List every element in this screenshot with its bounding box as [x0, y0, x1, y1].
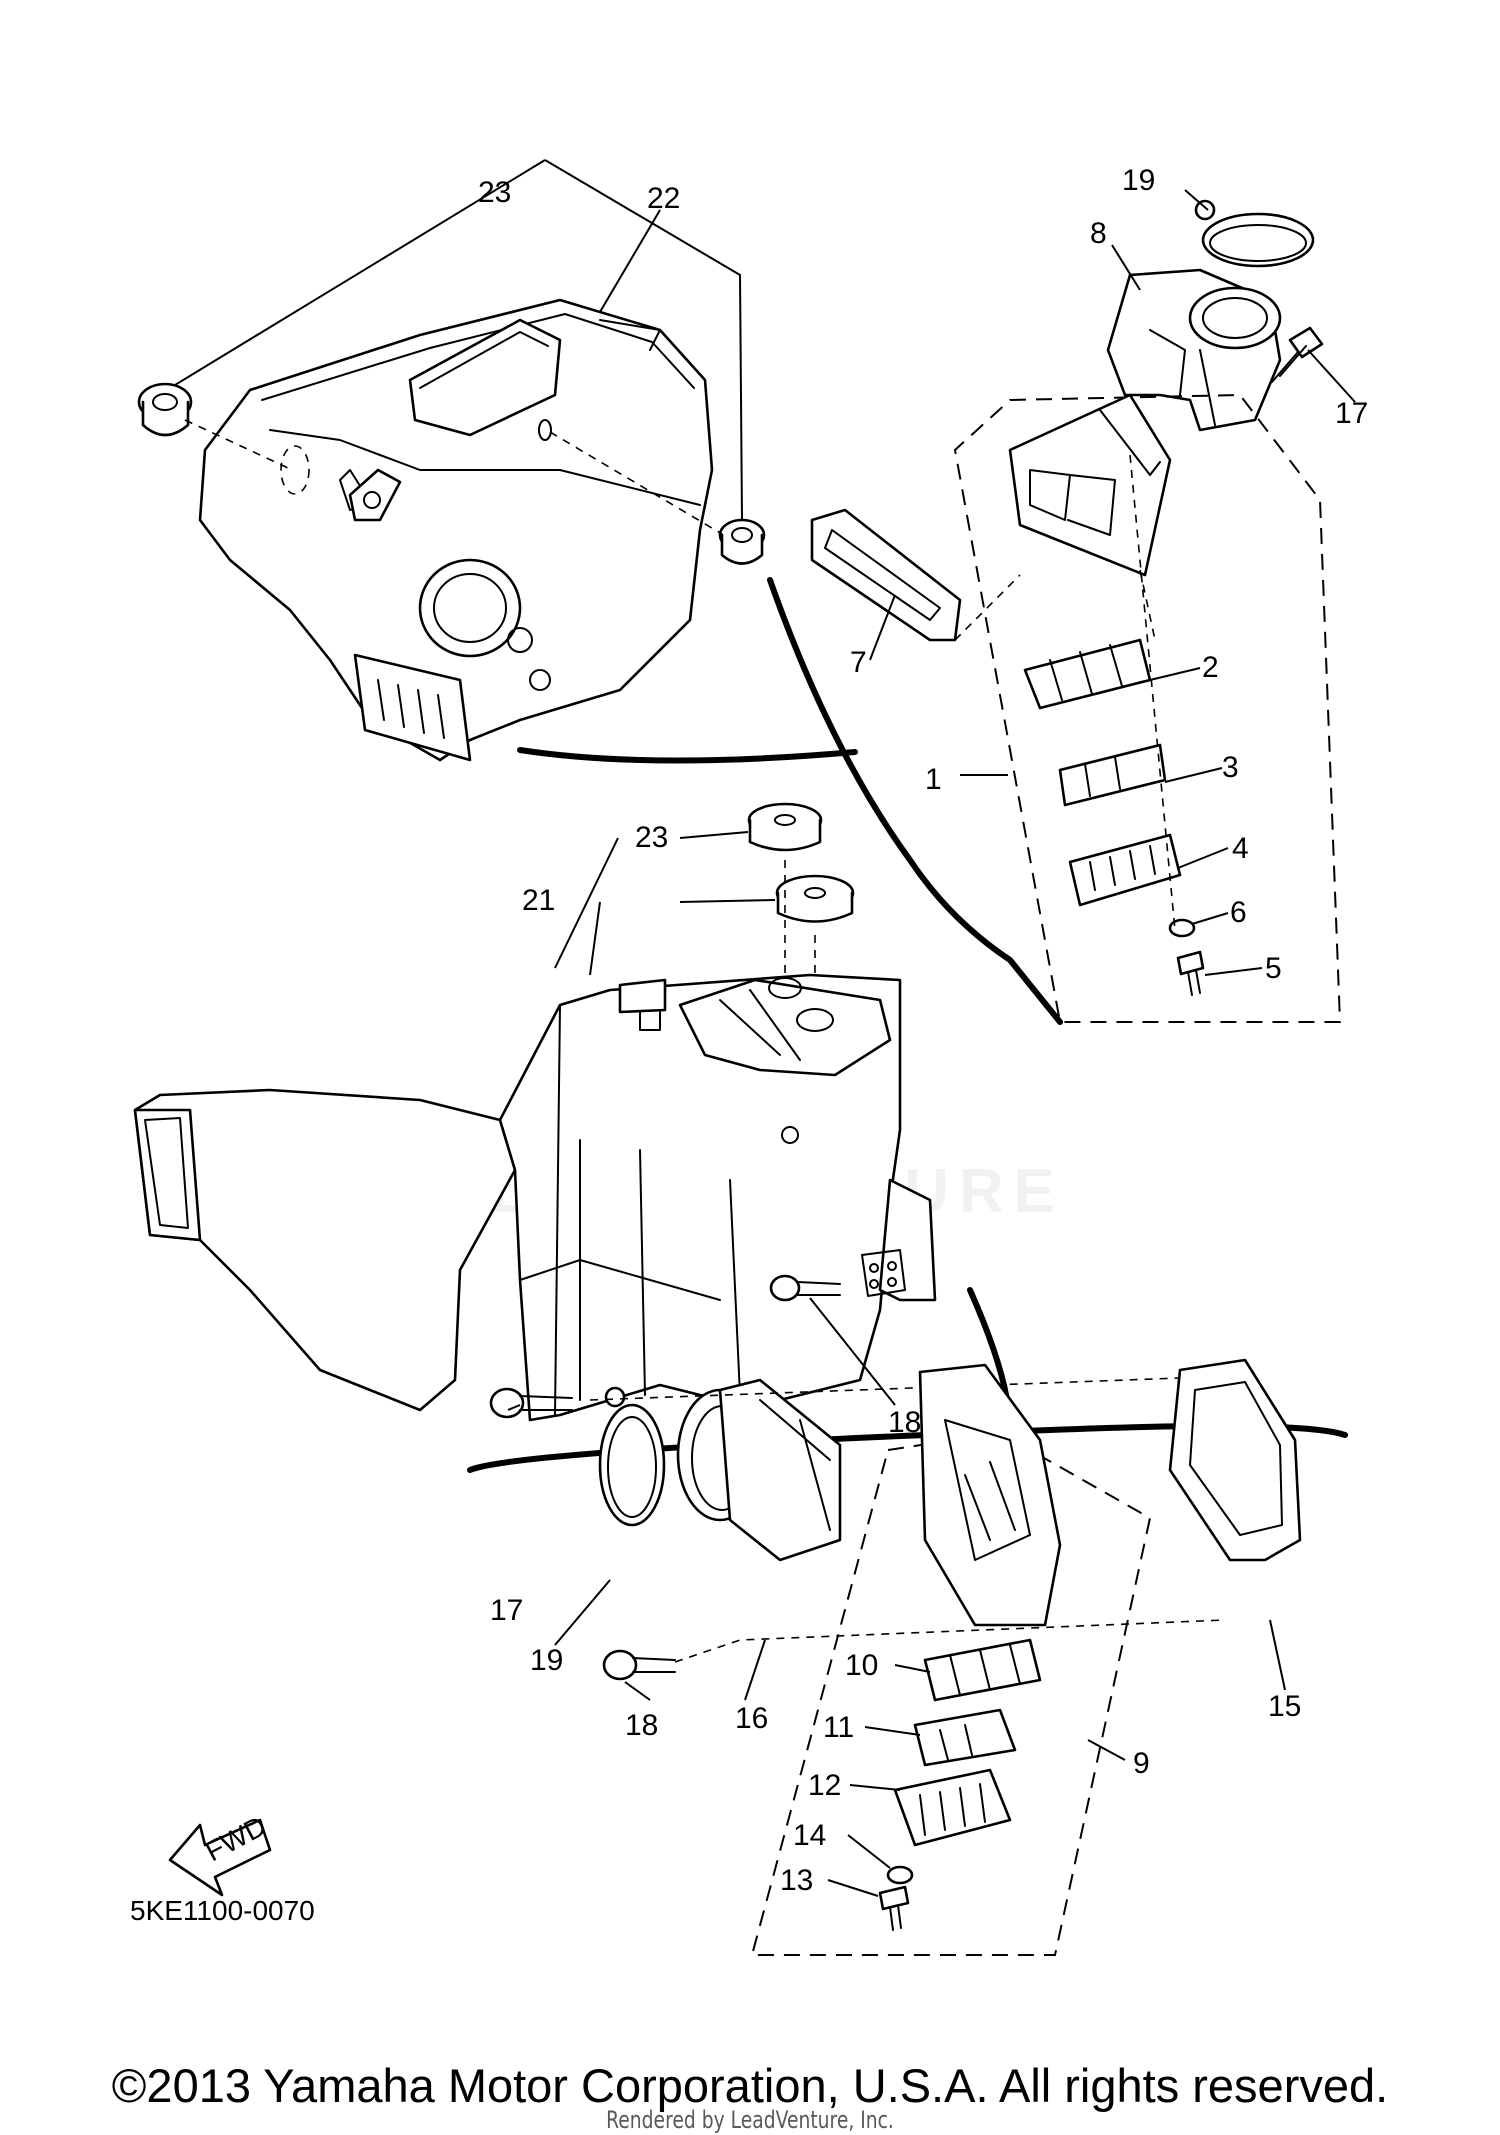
grommet-23-lower: [775, 874, 855, 923]
plate-12: [893, 1768, 1012, 1847]
washer-14: [886, 1865, 914, 1885]
callout-22: 21: [522, 884, 555, 917]
reed-2: [1023, 638, 1152, 710]
leader-13: [827, 1879, 879, 1897]
leader-17-bottom: [507, 1404, 521, 1411]
callout-11: 11: [823, 1711, 854, 1744]
callout-9: 9: [1133, 1747, 1150, 1780]
callout-12: 12: [808, 1769, 841, 1802]
grommet-23-upper: [747, 802, 823, 852]
plate-4: [1068, 833, 1182, 907]
callout-1: 1: [925, 763, 942, 796]
grommet-21-left: [137, 382, 193, 437]
clamp-19-bottom: [598, 1386, 666, 1527]
leader-20: [599, 209, 661, 313]
reed-stopper-3: [1058, 743, 1167, 807]
leader-9: [1087, 1739, 1126, 1761]
callout-4: 4: [1232, 832, 1249, 865]
gasket-15: [1168, 1358, 1302, 1562]
reed-valve-group-box-bottom: [750, 1431, 1152, 1956]
grommet-21-right: [718, 518, 766, 565]
leader-11: [864, 1726, 921, 1736]
callout-21: 23: [478, 176, 511, 209]
callout-10: 10: [845, 1649, 878, 1682]
leader-5: [1204, 967, 1263, 976]
leader-3: [1164, 767, 1223, 783]
leader-4: [1177, 847, 1229, 869]
leader-16: [744, 1639, 766, 1701]
carburetor-joint-8: [1106, 268, 1282, 432]
reed-stopper-11: [913, 1708, 1017, 1767]
leader-18-middle: [809, 1297, 896, 1406]
callout-14: 14: [793, 1819, 826, 1852]
callout-19-bottom: 19: [530, 1644, 563, 1677]
callout-6: 6: [1230, 896, 1247, 929]
callout-8: 8: [1090, 217, 1107, 250]
leader-19-top: [1184, 189, 1209, 211]
callout-7: 7: [850, 646, 867, 679]
callout-18-middle: 18: [888, 1406, 921, 1439]
leader-22: [554, 837, 619, 976]
leader-8: [1111, 244, 1141, 291]
bolt-17-bottom: [489, 1387, 573, 1419]
carburetor-joint-16: [676, 1378, 842, 1562]
leader-23a: [679, 831, 749, 839]
reed-valve-group-box: [953, 393, 1342, 1023]
air-cleaner-case: [198, 298, 714, 762]
rendered-by-notice: Rendered by LeadVenture, Inc.: [606, 2106, 894, 2134]
callout-13: 13: [780, 1864, 813, 1897]
leader-19-bottom: [554, 1579, 611, 1646]
callout-17-top: 17: [1335, 397, 1368, 430]
reed-valve-body-bottom: [918, 1363, 1062, 1627]
washer-6: [1168, 918, 1196, 938]
callout-17-bottom: 17: [490, 1594, 523, 1627]
leader-18-bottom: [624, 1681, 651, 1701]
leader-7: [869, 594, 896, 661]
bolt-17-top: [1271, 326, 1324, 383]
bolt-18-bottom: [602, 1649, 676, 1681]
leader-17-top: [1307, 349, 1356, 403]
fwd-arrow-icon: FWD: [168, 1810, 272, 1897]
clamp-19-top: [1194, 199, 1315, 268]
bolt-18-middle: [769, 1274, 841, 1302]
callout-2: 2: [1202, 651, 1219, 684]
leader-15: [1269, 1619, 1286, 1691]
reed-10: [923, 1638, 1042, 1702]
screw-5: [1176, 950, 1205, 996]
callout-3: 3: [1222, 751, 1239, 784]
copyright-notice: ©2013 Yamaha Motor Corporation, U.S.A. A…: [111, 2059, 1389, 2112]
leader-23b: [679, 899, 776, 903]
divider-top: [517, 577, 1063, 1025]
leader-10: [894, 1664, 931, 1673]
callout-23a: 23: [635, 821, 668, 854]
callout-20: 22: [647, 182, 680, 215]
leader-14: [847, 1834, 891, 1869]
callout-19-top: 19: [1122, 164, 1155, 197]
leader-21: [174, 159, 743, 521]
leader-2: [1149, 667, 1201, 681]
callout-16: 16: [735, 1702, 768, 1735]
leader-6: [1191, 912, 1229, 925]
diagram-ref-code: 5KE1100-0070: [130, 1895, 315, 1926]
reed-valve-body-top: [1008, 393, 1172, 577]
airbox-22: [133, 973, 937, 1422]
callout-15: 15: [1268, 1690, 1301, 1723]
leader-12: [849, 1784, 901, 1791]
callout-18-bottom: 18: [625, 1709, 658, 1742]
callout-5: 5: [1265, 952, 1282, 985]
screw-13: [878, 1885, 910, 1931]
